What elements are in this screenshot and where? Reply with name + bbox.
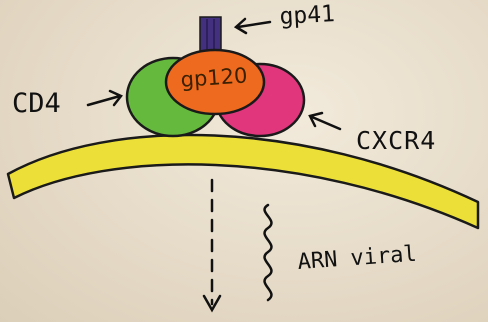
cxcr4-label: CXCR4 (356, 128, 436, 153)
gp120-label: gp120 (180, 65, 248, 91)
cxcr4-arrow (310, 113, 340, 129)
viral-rna-squiggle (265, 205, 272, 300)
gp41-stem (200, 17, 221, 53)
cd4-label: CD4 (12, 90, 61, 117)
gp41-arrow (236, 19, 270, 33)
gp41-label: gp41 (279, 3, 336, 29)
entry-dashed-arrow (204, 180, 220, 310)
cd4-arrow (88, 91, 121, 105)
